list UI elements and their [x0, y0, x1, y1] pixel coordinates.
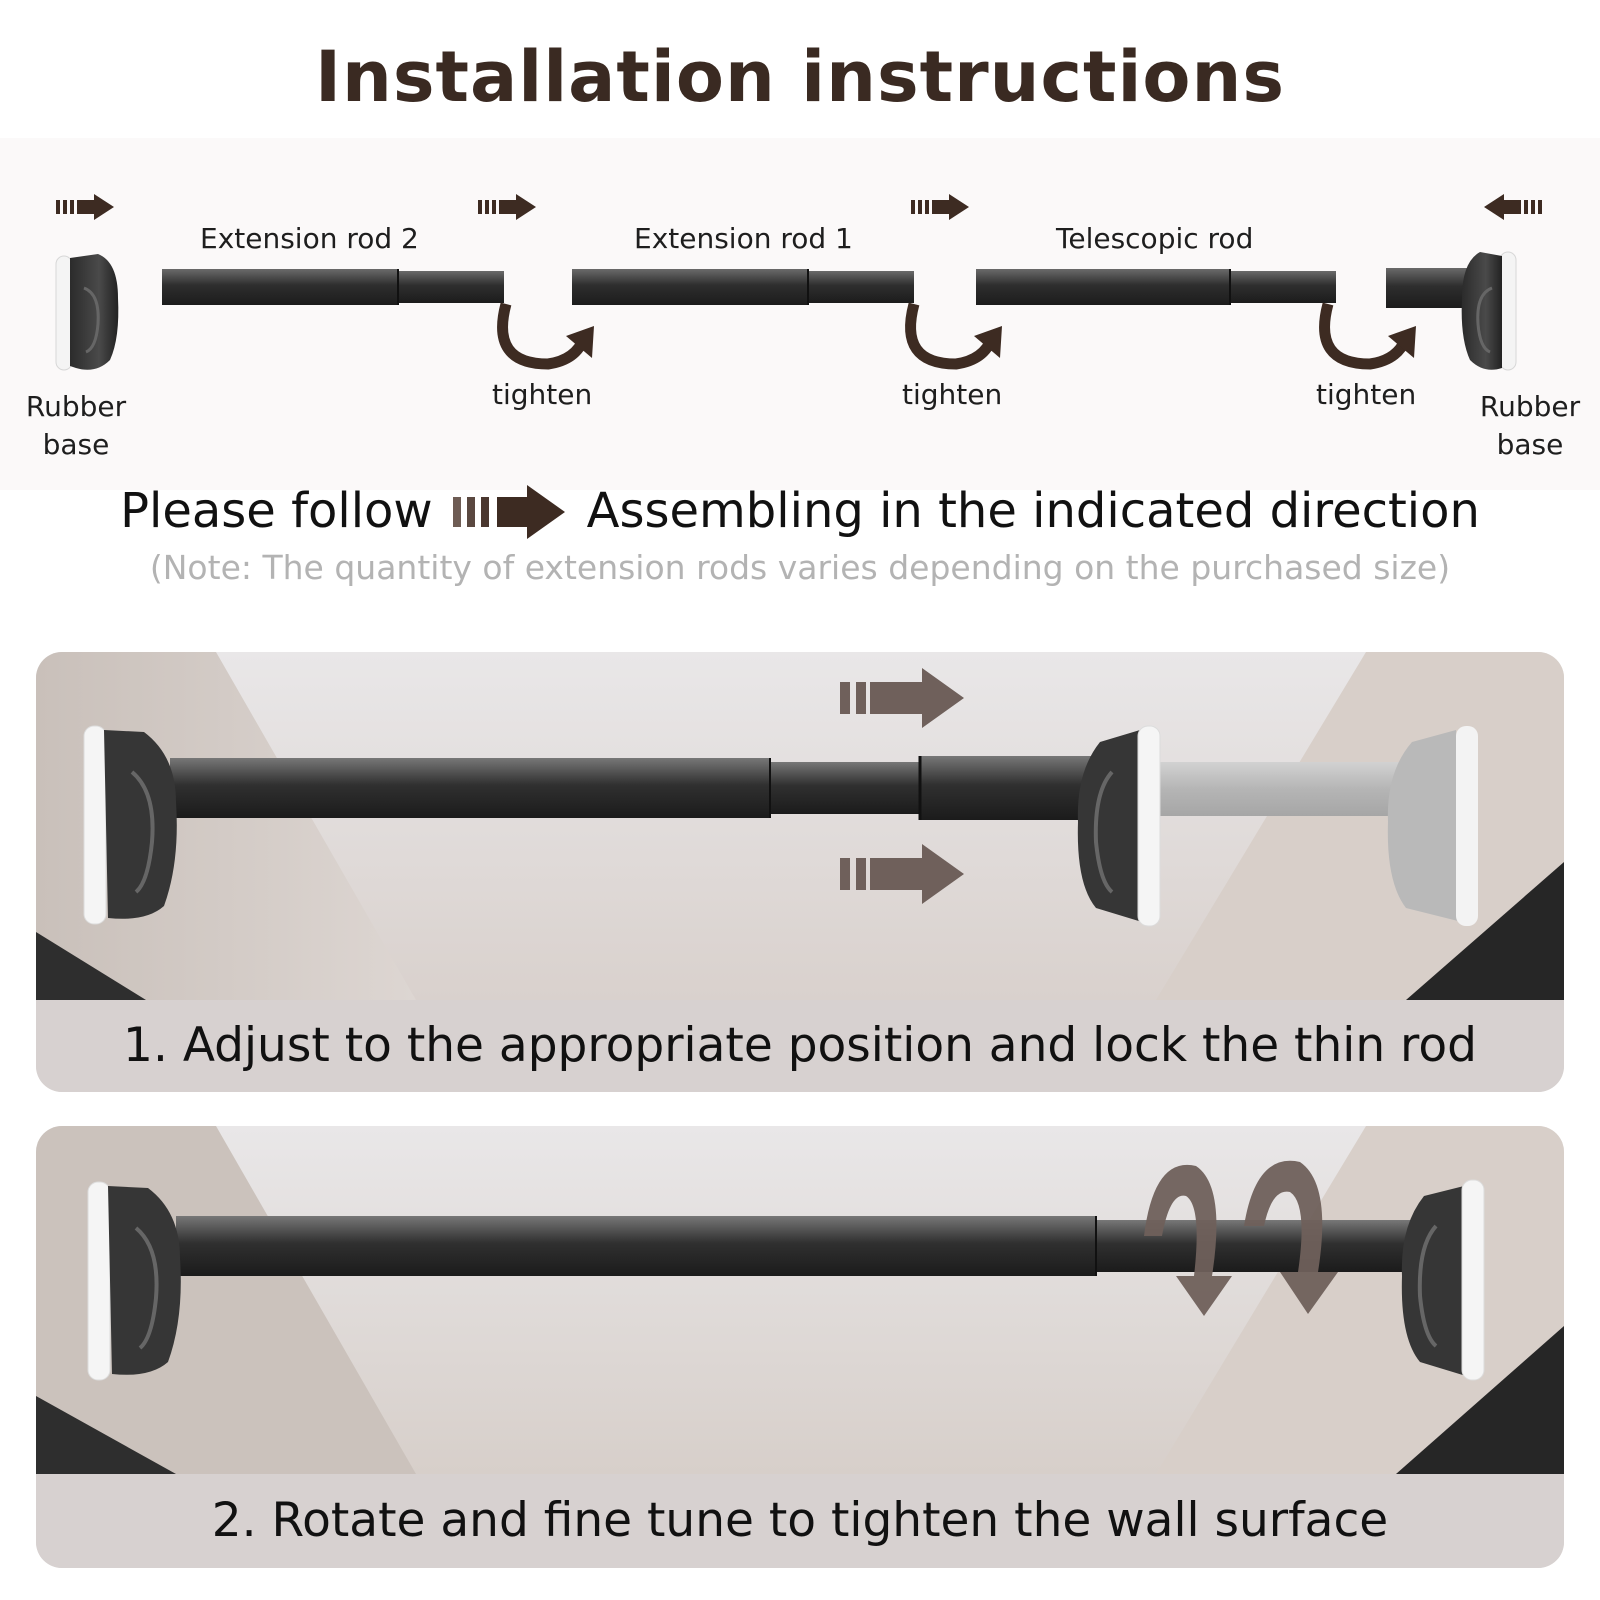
rubber-base-left-icon	[87, 1181, 181, 1381]
direction-arrow-icon	[911, 194, 969, 220]
direction-arrow-icon	[1484, 194, 1542, 220]
extended-rod-ghost	[1156, 726, 1478, 926]
step-2-illustration	[36, 1126, 1564, 1474]
tighten-arrow-icon	[1319, 302, 1416, 370]
extension-rod-2-icon	[162, 269, 504, 305]
extension-rod-2-label: Extension rod 2	[200, 222, 419, 255]
step-2-caption: 2. Rotate and fine tune to tighten the w…	[36, 1474, 1564, 1568]
tension-rod-icon	[170, 756, 1100, 820]
tighten-label: tighten	[902, 378, 1003, 411]
rotate-arrow-icon	[1144, 1160, 1338, 1316]
step-1-caption: 1. Adjust to the appropriate position an…	[36, 1000, 1564, 1092]
page-title: Installation instructions	[314, 36, 1286, 118]
rubber-base-right-icon	[1401, 1179, 1485, 1381]
step-1-illustration	[36, 652, 1564, 1000]
direction-arrow-icon	[56, 194, 114, 220]
direction-arrow-icon	[478, 194, 536, 220]
telescopic-rod-label: Telescopic rod	[1056, 222, 1254, 255]
follow-text-after: Assembling in the indicated direction	[586, 483, 1480, 539]
extension-rod-1-label: Extension rod 1	[634, 222, 853, 255]
tighten-label: tighten	[1316, 378, 1417, 411]
direction-arrow-icon	[452, 485, 565, 539]
rubber-base-right-icon	[1077, 725, 1161, 927]
tighten-arrow-icon	[497, 302, 594, 370]
extension-rod-1-icon	[572, 269, 914, 305]
rubber-base-left-icon	[83, 725, 177, 925]
note-text: (Note: The quantity of extension rods va…	[149, 548, 1451, 587]
assembly-diagram-graphic	[55, 194, 1542, 371]
follow-instruction: Please follow Assembling in the indicate…	[0, 478, 1600, 544]
motion-arrow-icon	[840, 668, 964, 728]
rubber-base-right-label: Rubber base	[1479, 390, 1581, 461]
follow-text-before: Please follow	[120, 483, 433, 539]
assembly-diagram: Extension rod 2 Extension rod 1 Telescop…	[0, 138, 1600, 490]
motion-arrow-icon	[840, 844, 964, 904]
tighten-arrow-icon	[905, 302, 1002, 370]
tighten-label: tighten	[492, 378, 593, 411]
rubber-base-left-label: Rubber base	[25, 390, 127, 461]
rubber-base-left-icon	[55, 254, 119, 371]
rubber-base-right-icon	[1386, 251, 1517, 371]
telescopic-rod-icon	[976, 269, 1336, 305]
step-1-panel: 1. Adjust to the appropriate position an…	[36, 652, 1564, 1092]
step-2-panel: 2. Rotate and fine tune to tighten the w…	[36, 1126, 1564, 1568]
tension-rod-icon	[176, 1216, 1426, 1276]
